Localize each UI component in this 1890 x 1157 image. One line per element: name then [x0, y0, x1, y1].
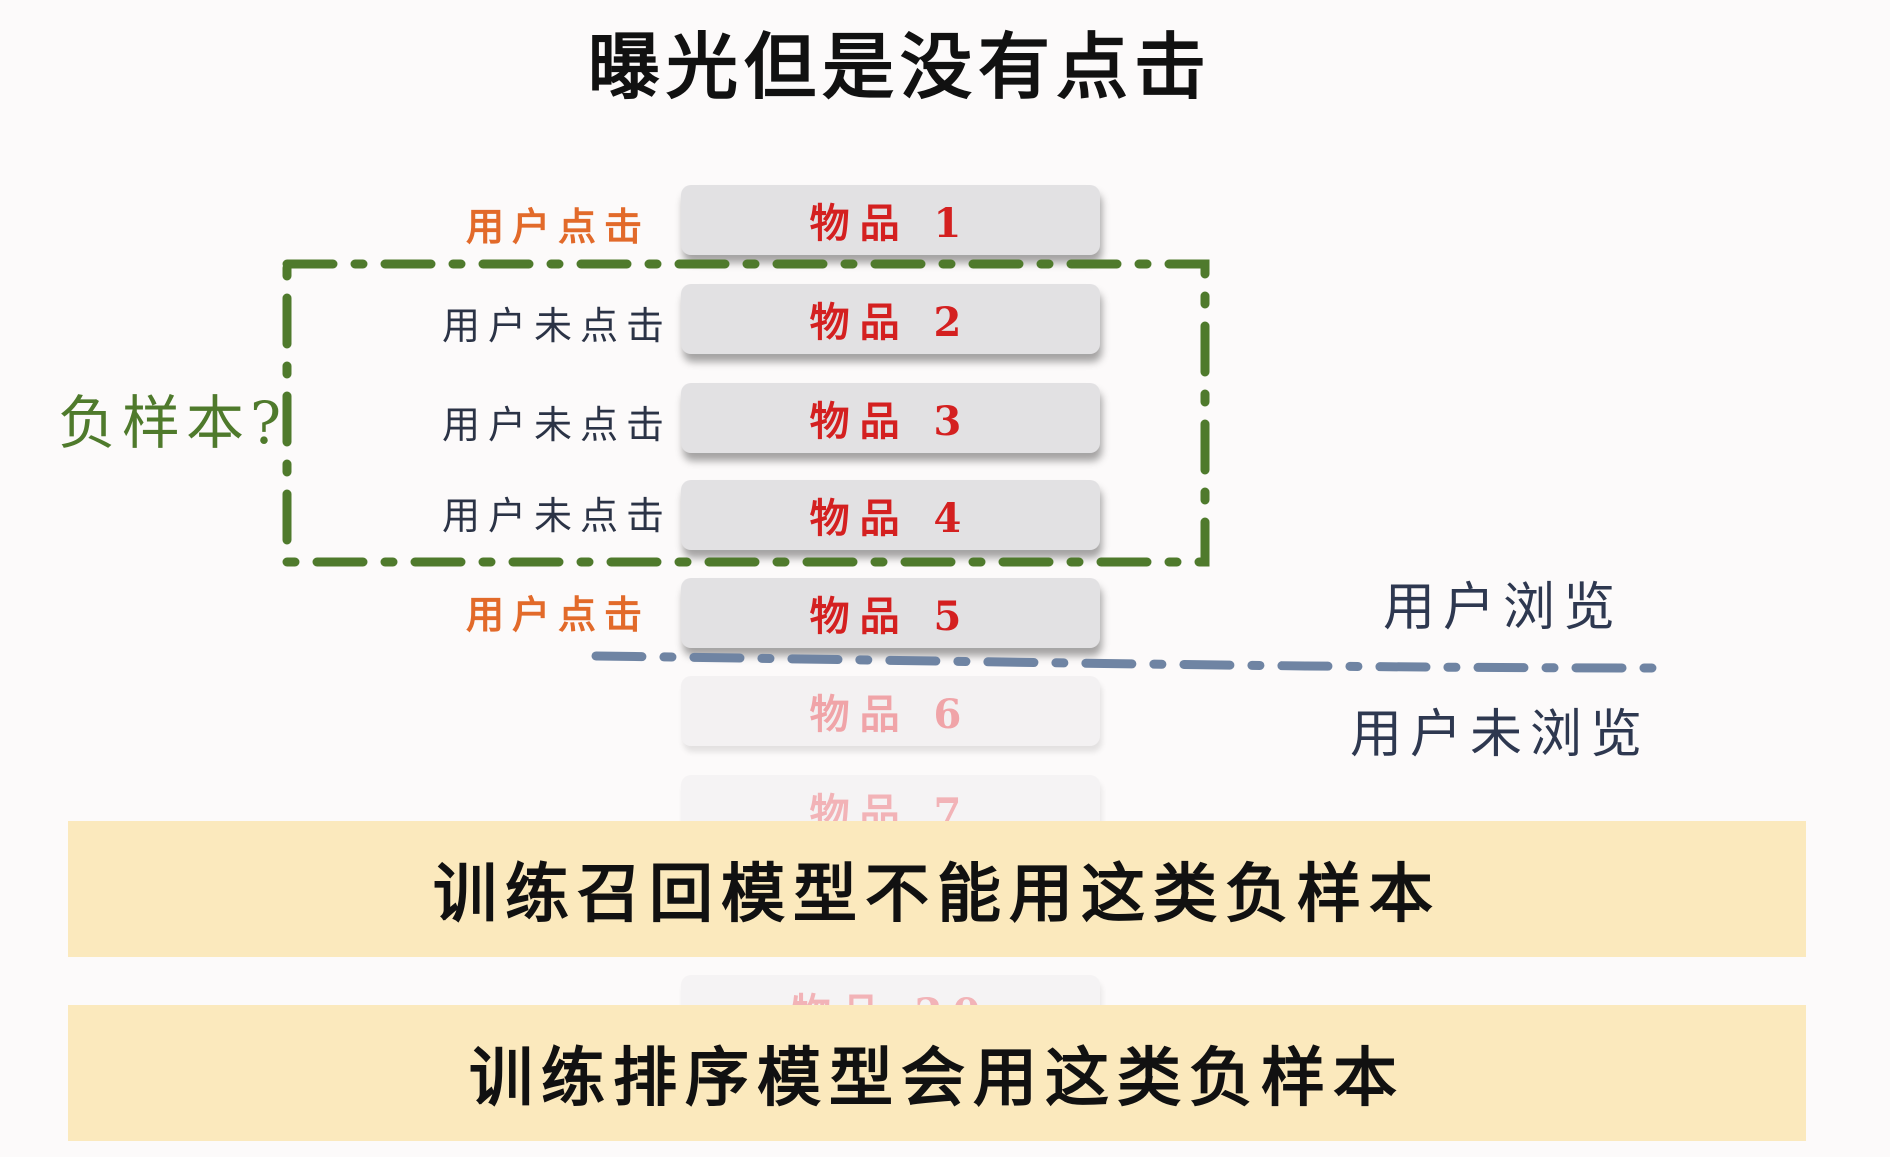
item-card-5: 物品 5 [681, 578, 1100, 648]
item-card-4: 物品 4 [681, 480, 1100, 550]
item-card-2: 物品 2 [681, 284, 1100, 354]
item-card-1: 物品 1 [681, 185, 1100, 255]
item-card-3: 物品 3 [681, 383, 1100, 453]
negative-sample-label: 负样本? [58, 389, 288, 457]
ranking-banner: 训练排序模型会用这类负样本 [68, 1005, 1806, 1141]
status-label-item-5: 用户点击 [466, 592, 651, 637]
recall-banner: 训练召回模型不能用这类负样本 [68, 821, 1806, 957]
not-browsed-label: 用户未浏览 [1350, 705, 1651, 765]
slide-title: 曝光但是没有点击 [587, 24, 1212, 109]
status-label-item-2: 用户未点击 [442, 304, 673, 348]
status-label-item-1: 用户点击 [466, 204, 651, 249]
browsed-label: 用户浏览 [1383, 578, 1624, 638]
status-label-item-4: 用户未点击 [442, 494, 673, 538]
browse-divider-line [591, 651, 1660, 673]
item-card-6: 物品 6 [681, 676, 1100, 746]
status-label-item-3: 用户未点击 [442, 403, 673, 447]
